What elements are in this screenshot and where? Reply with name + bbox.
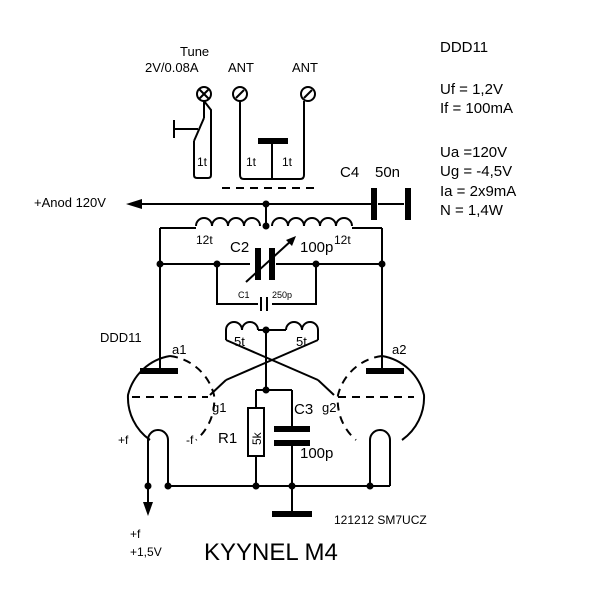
c2-value: 100p — [300, 239, 333, 256]
tube-type-label: DDD11 — [440, 39, 488, 56]
grid-coil-right-turns: 5t — [296, 334, 307, 349]
tube-right — [336, 355, 426, 441]
tank-coil-12t-right — [271, 217, 353, 227]
grid-g2-label: g2 — [322, 400, 336, 415]
ant-left-label: ANT — [228, 60, 254, 75]
ug-spec: Ug = -4,5V — [440, 163, 512, 180]
uf-spec: Uf = 1,2V — [440, 81, 503, 98]
author-credit: 121212 SM7UCZ — [334, 513, 427, 527]
ant-coil-turns-right: 1t — [282, 155, 293, 169]
anode-a1-label: a1 — [172, 342, 186, 357]
tune-title: Tune — [180, 44, 209, 59]
tune-coil-loop — [193, 100, 212, 179]
c3-label: C3 — [294, 401, 313, 418]
filament-plus-label: +f — [118, 433, 129, 447]
r1-value: 5k — [250, 431, 264, 445]
tune-coil-turns: 1t — [197, 155, 208, 169]
antenna-terminal-left — [232, 86, 248, 102]
filament-minus-label: -f — [186, 433, 194, 447]
c1-value: 250p — [272, 290, 292, 300]
tune-lamp — [196, 86, 212, 102]
schematic-title: KYYNEL M4 — [204, 539, 338, 566]
filament-arrow — [143, 502, 153, 516]
tune-rating: 2V/0.08A — [145, 60, 199, 75]
ant-coil-turns-left: 1t — [246, 155, 257, 169]
r1-label: R1 — [218, 430, 237, 447]
ua-spec: Ua =120V — [440, 144, 507, 161]
c4-label: C4 — [340, 164, 359, 181]
tune-switch — [173, 101, 205, 146]
if-spec: If = 100mA — [440, 100, 513, 117]
c4-value: 50n — [375, 164, 400, 181]
tank-coil-12t-left — [195, 217, 261, 227]
n-spec: N = 1,4W — [440, 202, 504, 219]
grid-coil-5t — [225, 321, 319, 340]
r1-resistor — [247, 407, 265, 457]
c2-variable-arrow — [245, 239, 293, 283]
c1-label: C1 — [238, 290, 250, 300]
c3-value: 100p — [300, 445, 333, 462]
filament-voltage-label: +1,5V — [130, 545, 162, 559]
filament-output-label: +f — [130, 527, 141, 541]
tube-left — [126, 355, 216, 441]
grid-coil-left-turns: 5t — [234, 334, 245, 349]
grid-g1-label: g1 — [212, 400, 226, 415]
tank-coil-right-turns: 12t — [334, 233, 351, 247]
tank-coil-left-turns: 12t — [196, 233, 213, 247]
anode-arrow — [126, 199, 142, 209]
c1-loop — [216, 264, 317, 305]
anode-supply-label: +Anod 120V — [34, 195, 106, 210]
ia-spec: Ia = 2x9mA — [440, 183, 516, 200]
antenna-terminal-right — [300, 86, 316, 102]
ant-right-label: ANT — [292, 60, 318, 75]
tube-left-label: DDD11 — [100, 330, 142, 345]
c2-label: C2 — [230, 239, 249, 256]
anode-a2-label: a2 — [392, 342, 406, 357]
